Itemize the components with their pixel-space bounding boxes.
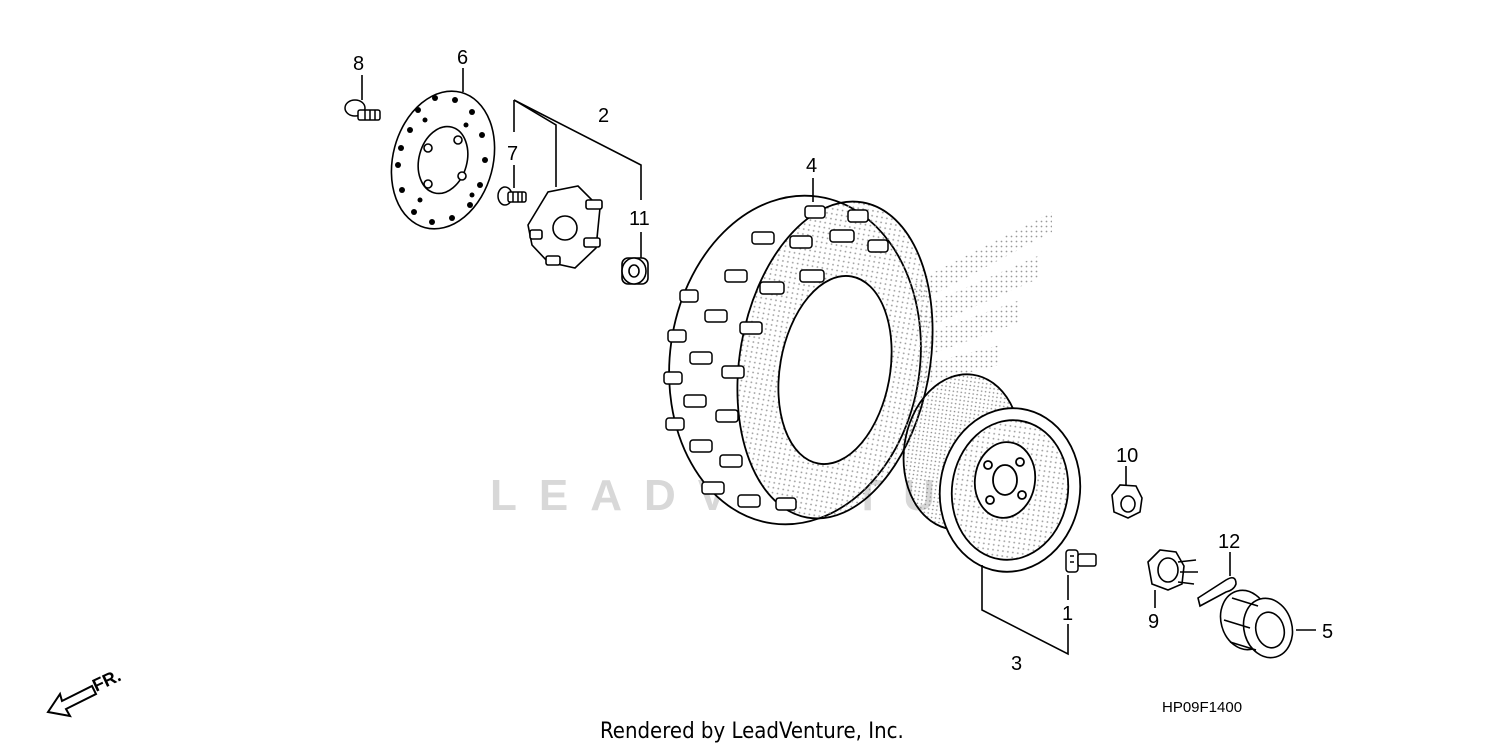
brake-disc-part-6[interactable]	[377, 79, 510, 240]
callout-11: 11	[629, 208, 650, 230]
bearing-part-11[interactable]	[621, 257, 649, 285]
callout-1: 1	[1062, 603, 1073, 625]
stud-bolt-part-7[interactable]	[497, 186, 527, 206]
callout-7: 7	[507, 143, 518, 165]
castle-nut-part-9[interactable]	[1147, 549, 1198, 591]
valve-stem-part-1[interactable]	[1065, 549, 1097, 573]
front-direction-arrow: FR.	[46, 665, 124, 718]
callout-4: 4	[806, 155, 817, 177]
callout-9: 9	[1148, 611, 1159, 633]
leader-lines	[361, 68, 1316, 656]
tire-part-4[interactable]	[648, 179, 956, 541]
hub-cap-part-5[interactable]	[1214, 585, 1299, 663]
wheel-nut-part-10[interactable]	[1111, 484, 1143, 519]
callout-3: 3	[1011, 653, 1022, 675]
cotter-pin-part-12[interactable]	[1197, 576, 1237, 608]
callout-10: 10	[1116, 445, 1138, 467]
wheel-hub-part-2[interactable]	[527, 185, 603, 269]
wheel-rim-part-3[interactable]	[894, 367, 1091, 581]
callout-6: 6	[457, 47, 468, 69]
callout-2: 2	[598, 105, 609, 127]
bolt-part-8[interactable]	[344, 99, 381, 121]
callout-8: 8	[353, 53, 364, 75]
callout-12: 12	[1218, 531, 1240, 553]
diagram-code: HP09F1400	[1162, 699, 1242, 716]
render-credit: Rendered by LeadVenture, Inc.	[600, 719, 904, 744]
callout-5: 5	[1322, 621, 1333, 643]
